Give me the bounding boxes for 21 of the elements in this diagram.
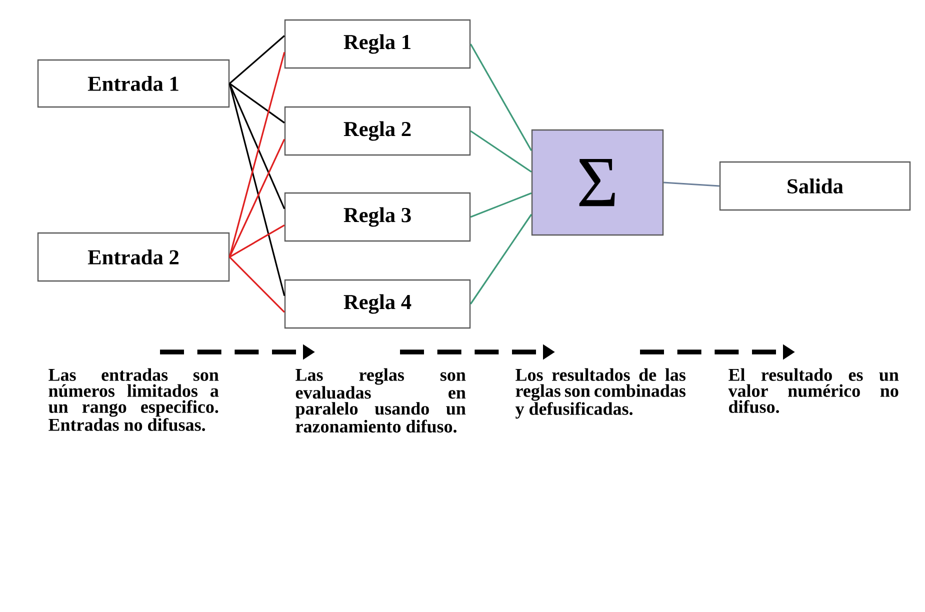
connector-line [229,82,285,124]
connector-line [470,192,532,218]
description-text: Las entradas son números limitados a un rango especifico. Entradas no difusas. [48,368,219,431]
output-box: Salida [719,161,911,211]
connector-line [228,138,286,258]
input-box: Entrada 2 [37,232,230,282]
connector-line [470,44,532,152]
connector-line [228,83,286,296]
description-text: Las reglas son evaluadas en paralelo usando un razonamiento difuso. [296,368,466,433]
connector-line [229,224,285,258]
connector-line [470,214,532,304]
description-text: El resultado es un valor numérico no difuso. [728,368,899,414]
connector-line [228,52,286,258]
connector-line [229,256,285,313]
connector-line [229,35,285,84]
description-text: Los resultados de las reglas son combinadas y defusificadas. [515,368,686,419]
connector-line [470,130,532,173]
sum-box: Σ [531,129,664,236]
connector-line [228,83,286,210]
connector-line [664,182,720,187]
input-box: Entrada 1 [37,59,230,108]
